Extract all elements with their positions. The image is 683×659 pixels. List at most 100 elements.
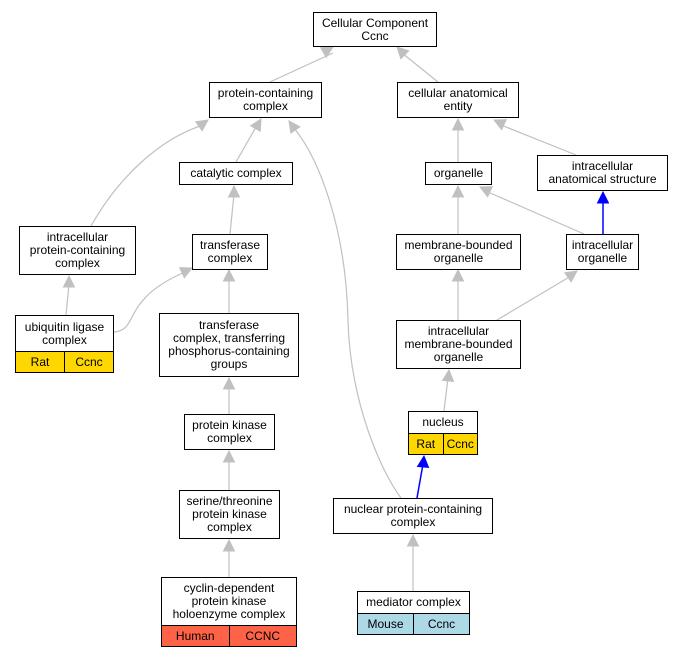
edge-ipcc-to-pc bbox=[90, 119, 209, 227]
edge-cdpk-to-stpk bbox=[222, 538, 236, 577]
species-rat-cell[interactable]: Rat bbox=[409, 434, 443, 454]
gene-ccnc-cell[interactable]: CCNC bbox=[228, 626, 296, 646]
edge-nucleus-to-imbo-line bbox=[443, 377, 449, 412]
edge-organelle-to-cae-arrowhead bbox=[451, 117, 465, 131]
annotation-row: Rat Ccnc bbox=[409, 433, 477, 454]
species-mouse-cell[interactable]: Mouse bbox=[358, 614, 413, 634]
node-intracellular-membrane-bounded-organelle[interactable]: intracellular membrane-bounded organelle bbox=[396, 320, 521, 369]
node-label: intracellular protein-containing complex bbox=[29, 230, 126, 270]
node-transferase-complex[interactable]: transferase complex bbox=[192, 234, 268, 270]
edge-io-to-organelle-arrowhead bbox=[478, 186, 494, 198]
edge-ubiquitin-to-transferase bbox=[113, 267, 194, 333]
edge-cae-to-root bbox=[396, 46, 439, 83]
species-rat-cell[interactable]: Rat bbox=[16, 352, 64, 372]
edge-pc-to-root bbox=[269, 46, 334, 83]
node-membrane-bounded-organelle[interactable]: membrane-bounded organelle bbox=[396, 234, 521, 270]
node-mediator-complex[interactable]: mediator complex Mouse Ccnc bbox=[357, 591, 470, 635]
annotation-row: Mouse Ccnc bbox=[358, 613, 469, 634]
node-ubiquitin-ligase-complex[interactable]: ubiquitin ligase complex Rat Ccnc bbox=[15, 315, 114, 373]
node-intracellular-organelle[interactable]: intracellular organelle bbox=[566, 234, 639, 270]
annotation-row: Rat Ccnc bbox=[16, 351, 113, 372]
node-nuclear-protein-containing-complex[interactable]: nuclear protein-containing complex bbox=[333, 498, 493, 534]
edge-tphos-to-transferase bbox=[222, 268, 236, 313]
node-label: nuclear protein-containing complex bbox=[343, 502, 483, 529]
node-nucleus[interactable]: nucleus Rat Ccnc bbox=[408, 411, 478, 455]
edge-pc-to-root-arrowhead bbox=[319, 46, 334, 59]
edge-cae-to-root-line bbox=[401, 52, 439, 83]
node-intracellular-protein-containing-complex[interactable]: intracellular protein-containing complex bbox=[19, 226, 136, 275]
edge-tphos-to-transferase-arrowhead bbox=[222, 268, 236, 282]
edge-organelle-to-cae bbox=[451, 117, 465, 162]
edge-nucleus-to-imbo bbox=[441, 368, 455, 412]
edge-io-to-organelle-line bbox=[487, 191, 585, 235]
node-label: cyclin-dependent protein kinase holoenzy… bbox=[172, 581, 286, 621]
node-label: intracellular anatomical structure bbox=[548, 159, 657, 186]
edge-mbo-to-organelle-arrowhead bbox=[451, 184, 465, 198]
node-organelle[interactable]: organelle bbox=[425, 162, 492, 185]
node-label: cellular anatomical entity bbox=[408, 86, 508, 113]
edge-cae-to-root-arrowhead bbox=[396, 46, 410, 60]
node-protein-kinase-complex[interactable]: protein kinase complex bbox=[184, 414, 275, 450]
edge-mediator-to-npcc bbox=[406, 533, 420, 591]
node-label: Cellular Component Ccnc bbox=[321, 15, 429, 43]
edge-ias-to-cae-arrowhead bbox=[492, 119, 508, 131]
node-catalytic-complex[interactable]: catalytic complex bbox=[179, 162, 293, 185]
edge-io-to-ias bbox=[596, 190, 610, 234]
edge-catalytic-to-pc-line bbox=[235, 126, 257, 163]
edge-npcc-to-nucleus-line bbox=[416, 463, 424, 499]
gene-ccnc-cell[interactable]: Ccnc bbox=[413, 614, 469, 634]
edge-imbo-to-mbo bbox=[451, 268, 465, 320]
edge-imbo-to-io-line bbox=[496, 275, 572, 321]
edge-transferase-to-catalytic bbox=[227, 184, 241, 235]
edge-mbo-to-organelle bbox=[451, 184, 465, 234]
edge-npcc-to-pc bbox=[288, 120, 402, 499]
edge-catalytic-to-pc bbox=[235, 118, 262, 163]
edge-io-to-ias-arrowhead bbox=[596, 190, 610, 204]
node-label: membrane-bounded organelle bbox=[404, 238, 513, 265]
edge-pc-to-root-line bbox=[269, 52, 334, 83]
node-label: transferase complex bbox=[199, 238, 261, 265]
species-human-cell[interactable]: Human bbox=[162, 626, 229, 646]
edge-ipcc-to-pc-arrowhead bbox=[194, 119, 209, 132]
node-transferase-phosphorus-complex[interactable]: transferase complex, transferring phosph… bbox=[159, 313, 299, 377]
edge-imbo-to-io-arrowhead bbox=[563, 270, 578, 283]
node-cellular-component[interactable]: Cellular Component Ccnc bbox=[313, 12, 437, 47]
edge-pk-to-tphos bbox=[222, 376, 236, 414]
edge-stpk-to-pk bbox=[222, 449, 236, 490]
node-cellular-anatomical-entity[interactable]: cellular anatomical entity bbox=[397, 82, 519, 118]
edge-catalytic-to-pc-arrowhead bbox=[249, 118, 262, 133]
edge-ias-to-cae-line bbox=[500, 124, 577, 156]
edge-pk-to-tphos-arrowhead bbox=[222, 376, 236, 390]
node-label: intracellular membrane-bounded organelle bbox=[404, 324, 513, 364]
gene-ccnc-cell[interactable]: Ccnc bbox=[64, 352, 113, 372]
node-protein-containing-complex[interactable]: protein-containing complex bbox=[209, 82, 322, 118]
node-label: transferase complex, transferring phosph… bbox=[168, 318, 290, 371]
edge-transferase-to-catalytic-line bbox=[229, 193, 235, 235]
edge-mediator-to-npcc-arrowhead bbox=[406, 533, 420, 547]
node-label: protein kinase complex bbox=[192, 418, 267, 445]
edge-cdpk-to-stpk-arrowhead bbox=[222, 538, 236, 552]
gene-ccnc-cell[interactable]: Ccnc bbox=[442, 434, 477, 454]
edge-npcc-to-pc-line bbox=[293, 127, 402, 499]
annotation-row: Human CCNC bbox=[162, 625, 296, 646]
edge-transferase-to-catalytic-arrowhead bbox=[227, 184, 241, 198]
edge-imbo-to-io bbox=[496, 270, 578, 321]
node-serine-threonine-protein-kinase-complex[interactable]: serine/threonine protein kinase complex bbox=[179, 490, 280, 539]
node-label: mediator complex bbox=[366, 595, 461, 609]
node-label: catalytic complex bbox=[190, 166, 282, 180]
edge-ubiquitin-to-transferase-arrowhead bbox=[178, 267, 194, 279]
edge-npcc-to-nucleus-arrowhead bbox=[416, 454, 430, 469]
edge-npcc-to-nucleus bbox=[416, 454, 430, 499]
node-cyclin-dependent-protein-kinase-holoenzyme-complex[interactable]: cyclin-dependent protein kinase holoenzy… bbox=[161, 577, 297, 647]
edge-ubiquitin-to-transferase-line bbox=[113, 271, 186, 333]
node-label: protein-containing complex bbox=[217, 86, 314, 113]
edge-npcc-to-pc-arrowhead bbox=[288, 120, 301, 135]
edge-ipcc-to-pc-line bbox=[90, 125, 201, 227]
node-label: intracellular organelle bbox=[571, 238, 634, 265]
edge-imbo-to-mbo-arrowhead bbox=[451, 268, 465, 282]
edge-ias-to-cae bbox=[492, 119, 577, 156]
node-intracellular-anatomical-structure[interactable]: intracellular anatomical structure bbox=[537, 155, 668, 191]
node-label: ubiquitin ligase complex bbox=[24, 319, 105, 347]
